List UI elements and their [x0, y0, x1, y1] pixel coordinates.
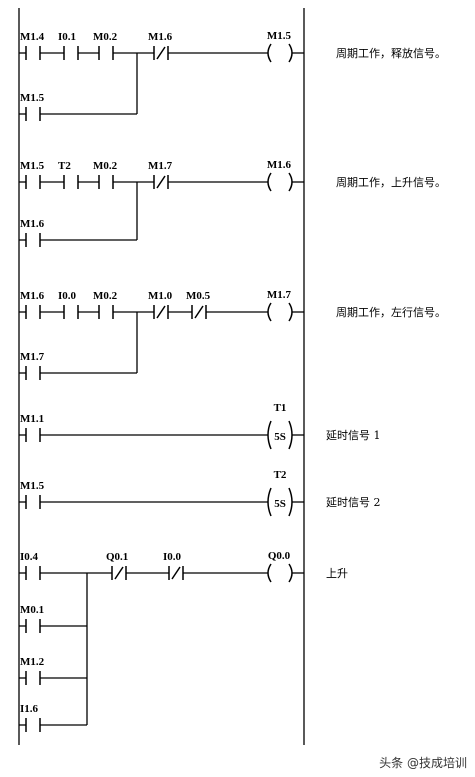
no-contact: M1.2	[20, 656, 45, 685]
contact-label: M0.5	[186, 290, 211, 302]
no-contact: I1.6	[20, 703, 41, 732]
timer-preset: 5S	[274, 431, 286, 443]
coil-label: Q0.0	[268, 550, 291, 562]
rung-comment: 延时信号 1	[326, 429, 381, 442]
nc-contact: M0.5	[186, 290, 211, 319]
no-contact: M0.2	[93, 160, 118, 189]
contact-label: T2	[58, 160, 71, 172]
no-contact: M1.4	[20, 31, 45, 60]
no-contact: M1.1	[20, 413, 44, 442]
rung-5: M1.5 T2 5S 延时信号 2	[19, 469, 381, 517]
contact-label: M1.6	[20, 218, 45, 230]
contact-label: M1.6	[148, 31, 173, 43]
contact-label: M1.7	[148, 160, 173, 172]
timer-label: T2	[274, 469, 287, 481]
contact-label: I0.0	[58, 290, 77, 302]
contact-label: M0.1	[20, 604, 44, 616]
no-contact: M1.7	[20, 351, 45, 380]
timer-label: T1	[274, 402, 287, 414]
contact-label: I0.1	[58, 31, 76, 43]
nc-contact: M1.0	[148, 290, 173, 319]
no-contact: M1.6	[20, 290, 45, 319]
rung-comment: 周期工作，左行信号。	[336, 306, 446, 319]
output-coil: M1.5	[267, 30, 293, 63]
contact-label: M1.6	[20, 290, 45, 302]
contact-label: M0.2	[93, 290, 118, 302]
nc-contact: I0.0	[163, 551, 184, 580]
rung-comment: 周期工作，释放信号。	[336, 46, 446, 60]
output-coil: M1.6	[267, 159, 293, 192]
contact-label: Q0.1	[106, 551, 128, 563]
rung-comment: 延时信号 2	[326, 496, 381, 509]
contact-label: M1.2	[20, 656, 45, 668]
timer-box: T2 5S	[267, 469, 293, 517]
nc-contact: M1.6	[148, 31, 173, 60]
contact-label: M1.0	[148, 290, 173, 302]
output-coil: Q0.0	[267, 550, 293, 583]
nc-contact: M1.7	[148, 160, 173, 189]
contact-label: I1.6	[20, 703, 39, 715]
timer-box: T1 5S	[267, 402, 293, 450]
no-contact: M1.6	[20, 218, 45, 247]
coil-label: M1.7	[267, 289, 292, 301]
watermark-text: 头条 @技成培训	[379, 755, 467, 770]
coil-label: M1.6	[267, 159, 292, 171]
rung-4: M1.1 T1 5S 延时信号 1	[19, 402, 381, 450]
no-contact: M1.5	[20, 92, 45, 121]
contact-label: M1.5	[20, 160, 45, 172]
no-contact: M0.1	[20, 604, 44, 633]
contact-label: M0.2	[93, 31, 118, 43]
contact-label: I0.0	[163, 551, 182, 563]
no-contact: M0.2	[93, 290, 118, 319]
timer-preset: 5S	[274, 498, 286, 510]
contact-label: M0.2	[93, 160, 118, 172]
coil-label: M1.5	[267, 30, 292, 42]
no-contact: I0.4	[20, 551, 41, 580]
rung-comment: 上升	[326, 567, 348, 580]
contact-label: M1.7	[20, 351, 45, 363]
rung-6: I0.4 Q0.1 I0.0 Q0.0M0.1M1.2I1.6 上升	[19, 550, 348, 732]
no-contact: M0.2	[93, 31, 118, 60]
contact-label: M1.1	[20, 413, 44, 425]
no-contact: T2	[58, 160, 79, 189]
no-contact: I0.0	[58, 290, 79, 319]
contact-label: M1.4	[20, 31, 45, 43]
no-contact: M1.5	[20, 160, 45, 189]
output-coil: M1.7	[267, 289, 293, 322]
contact-label: M1.5	[20, 92, 45, 104]
contact-label: M1.5	[20, 480, 45, 492]
nc-contact: Q0.1	[106, 551, 128, 580]
no-contact: I0.1	[58, 31, 79, 60]
rung-comment: 周期工作，上升信号。	[336, 176, 446, 189]
contact-label: I0.4	[20, 551, 39, 563]
no-contact: M1.5	[20, 480, 45, 509]
